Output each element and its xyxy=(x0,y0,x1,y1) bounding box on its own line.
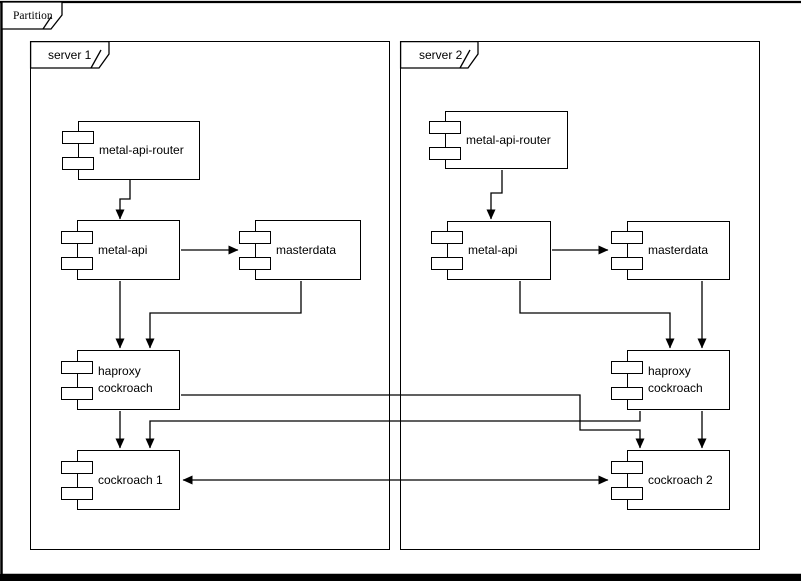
component-label: haproxy cockroach xyxy=(98,364,153,395)
component-icon xyxy=(61,386,93,400)
component-s2-metal-api: metal-api xyxy=(431,221,551,280)
component-s1-haproxy-cockroach: haproxy cockroach xyxy=(61,350,180,410)
component-icon xyxy=(62,131,94,144)
component-s2-metal-api-router: metal-api-router xyxy=(429,111,568,169)
component-icon xyxy=(431,231,463,244)
component-icon xyxy=(429,120,461,134)
server-1-frame xyxy=(30,41,390,550)
component-label: cockroach 2 xyxy=(648,472,713,487)
component-s1-metal-api: metal-api xyxy=(61,220,180,280)
component-icon xyxy=(61,256,93,270)
component-icon xyxy=(611,257,643,270)
component-s2-haproxy-cockroach: haproxy cockroach xyxy=(611,350,730,410)
component-icon xyxy=(611,231,643,244)
component-s2-cockroach-2: cockroach 2 xyxy=(611,450,730,510)
component-icon xyxy=(61,486,93,500)
component-icon xyxy=(239,256,271,270)
component-label: masterdata xyxy=(276,242,337,257)
component-icon xyxy=(611,460,643,474)
component-label: haproxy cockroach xyxy=(648,364,703,395)
component-s1-masterdata: masterdata xyxy=(239,220,361,280)
component-icon xyxy=(61,460,93,474)
component-icon xyxy=(61,230,93,244)
component-icon xyxy=(62,157,94,170)
component-icon xyxy=(429,146,461,160)
server-2-frame xyxy=(400,41,760,550)
server-2-label: server 2 xyxy=(419,47,463,62)
component-s1-metal-api-router: metal-api-router xyxy=(62,121,200,180)
component-icon xyxy=(611,360,643,374)
partition-label: Partition xyxy=(13,9,53,22)
component-s2-masterdata: masterdata xyxy=(611,221,730,280)
component-s1-cockroach-1: cockroach 1 xyxy=(61,450,180,510)
component-label: metal-api-router xyxy=(99,143,184,157)
server-1-label: server 1 xyxy=(48,47,92,62)
component-label: metal-api xyxy=(98,242,148,257)
component-icon xyxy=(611,486,643,500)
component-icon xyxy=(431,257,463,270)
component-label: metal-api xyxy=(468,243,518,257)
component-label: cockroach 1 xyxy=(98,472,163,487)
screen-bottom-edge xyxy=(0,574,801,581)
component-icon xyxy=(61,360,93,374)
component-label: metal-api-router xyxy=(466,132,551,147)
component-icon xyxy=(239,230,271,244)
component-icon xyxy=(611,386,643,400)
component-label: masterdata xyxy=(648,243,709,257)
